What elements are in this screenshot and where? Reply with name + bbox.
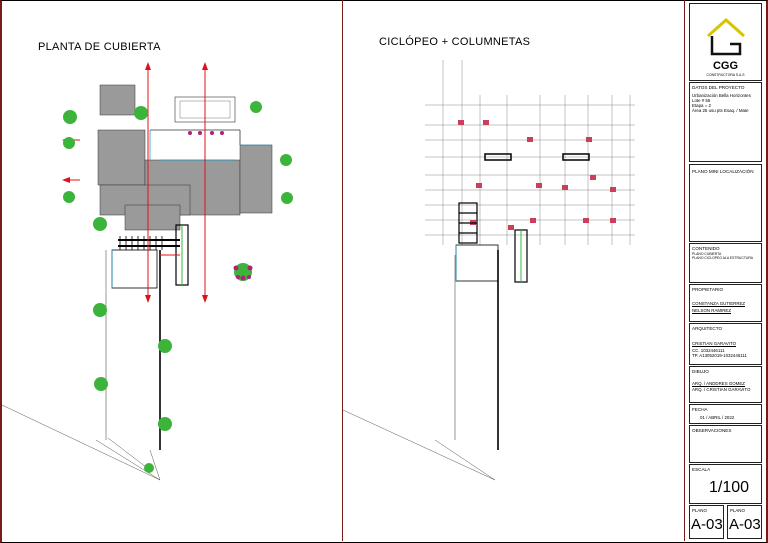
title-block: CGG CONSTRUCTORA S.A.S DATOS DEL PROYECT… (686, 0, 766, 541)
project-data-line: Urbanización Bella Horizontes (692, 93, 751, 98)
architect-line: TP. A13052019-1032446111 (692, 353, 747, 358)
logo-text: CGG (712, 60, 739, 72)
project-data-label: DATOS DEL PROYECTO (692, 85, 745, 90)
left-panel (2, 0, 343, 541)
owner-cell: PROPIETARIO CONSTANZA GUTIERREZ NELSON R… (689, 284, 762, 322)
sheet-number-cell-left: PLANO A-03 (689, 505, 724, 539)
scale-value: 1/100 (709, 479, 750, 496)
location-cell: PLANO MINI LOCALIZACIÓN (689, 164, 762, 242)
sheet-number-label: PLANO (692, 508, 707, 513)
sheet-number-cell-right: PLANO A-03 (727, 505, 762, 539)
drawing-label: DIBUJO (692, 369, 709, 374)
content-line: PLANO CUBIERTA (692, 252, 722, 256)
cgg-logo-icon (707, 17, 745, 56)
owner-line: NELSON RAMIREZ (692, 308, 732, 315)
scale-cell: ESCALA 1/100 (689, 464, 762, 504)
architect-line: CRISTIAN GARAVITO (692, 341, 736, 348)
owner-line: CONSTANZA GUTIERREZ (692, 301, 746, 308)
foundation-plan (342, 60, 635, 481)
sheet-number-label: PLANO (730, 508, 745, 513)
logo-cell: CGG CONSTRUCTORA S.A.S (689, 3, 762, 81)
project-data-line: Lote # 55 (692, 98, 711, 103)
content-line: PLANO CICLOPEO ALA ESTRUCTURA (692, 256, 754, 260)
project-data-cell: DATOS DEL PROYECTO Urbanización Bella Ho… (689, 82, 762, 162)
drawing-line: ARQ. / CRISTIAN GARAVITO (692, 387, 751, 392)
date-value: 01 / ABRIL / 2022 (700, 415, 735, 420)
roof-plan (1, 62, 293, 481)
logo-subtext: CONSTRUCTORA S.A.S (706, 73, 745, 77)
observations-label: OBSERVACIONES (692, 428, 732, 433)
drawing-cell: DIBUJO ARQ. / ANDDRES GOMEZ ARQ. / CRIST… (689, 366, 762, 403)
location-label: PLANO MINI LOCALIZACIÓN (692, 169, 754, 174)
sheet-number-value: A-03 (691, 516, 723, 533)
observations-cell: OBSERVACIONES (689, 425, 762, 463)
scale-label: ESCALA (692, 467, 711, 472)
owner-label: PROPIETARIO (692, 287, 724, 292)
date-label: FECHA (692, 407, 708, 412)
content-cell: CONTENIDO PLANO CUBIERTA PLANO CICLOPEO … (689, 243, 762, 283)
plan-drawings (1, 60, 635, 481)
architect-cell: ARQUITECTO CRISTIAN GARAVITO CC. 1032446… (689, 323, 762, 365)
sheet-number-value: A-03 (729, 516, 761, 533)
panel-title-foundation: CICLÓPEO + COLUMNETAS (379, 36, 531, 48)
architect-label: ARQUITECTO (692, 326, 723, 331)
drawing-line: ARQ. / ANDDRES GOMEZ (692, 381, 745, 388)
content-label: CONTENIDO (692, 246, 720, 251)
project-data-line: Etapa = 2 (692, 103, 711, 108)
architect-line: CC. 1032446111 (692, 348, 725, 353)
right-panel (343, 0, 685, 541)
project-data-line: Área 25 usu pts Esaq. / Mate (692, 108, 749, 113)
date-cell: FECHA 01 / ABRIL / 2022 (689, 404, 762, 424)
panel-title-roof-plan: PLANTA DE CUBIERTA (38, 41, 161, 53)
